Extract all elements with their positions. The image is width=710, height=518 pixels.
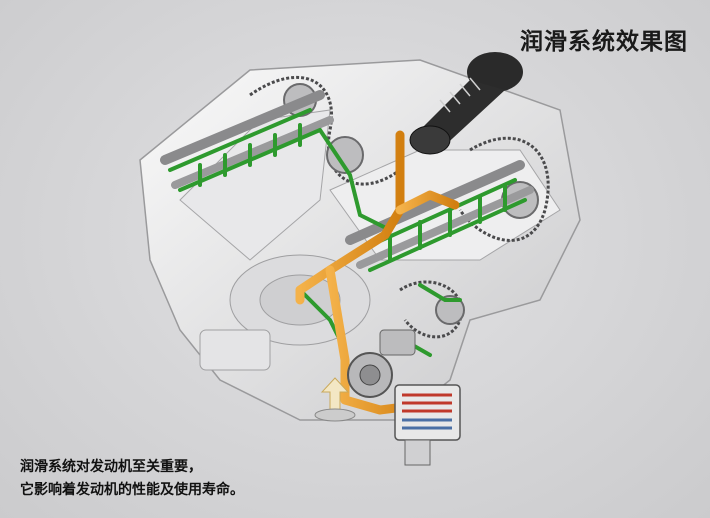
oil-pickup-arrow-icon xyxy=(314,377,356,422)
page-title: 润滑系统效果图 xyxy=(520,29,688,55)
caption-line-1: 润滑系统对发动机至关重要， xyxy=(20,459,202,475)
oil-pump-icon xyxy=(347,329,416,398)
oil-main-gallery xyxy=(295,130,460,415)
oil-filter-icon xyxy=(409,52,523,155)
caption: 润滑系统对发动机至关重要， 它影响着发动机的性能及使用寿命。 xyxy=(20,456,244,502)
caption-line-2: 它影响着发动机的性能及使用寿命。 xyxy=(20,482,244,498)
oil-cooler-icon xyxy=(394,384,461,466)
